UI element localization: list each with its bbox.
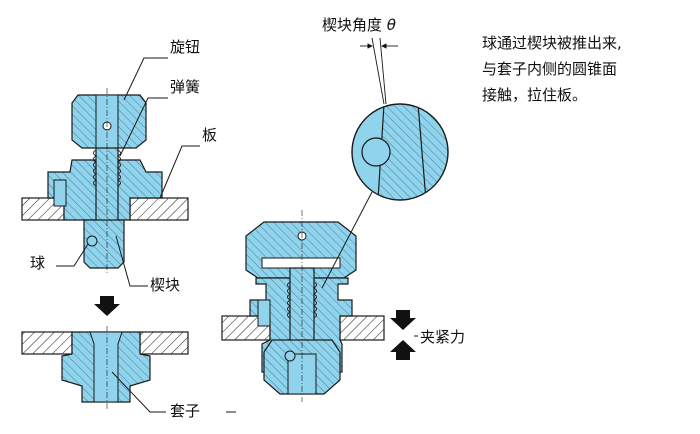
right-assembly — [221, 210, 416, 402]
label-sleeve: 套子 — [170, 402, 200, 420]
clamp-arrow-down — [390, 310, 416, 330]
set-screw — [53, 179, 67, 207]
note-line-3: 接触，拉住板。 — [482, 86, 588, 104]
note-line-1: 球通过楔块被推出来, — [482, 34, 622, 52]
left-assembly — [21, 88, 189, 275]
lower-body — [83, 219, 125, 269]
label-theta: θ — [387, 16, 396, 34]
ball-part — [86, 235, 98, 247]
detail-view — [321, 37, 449, 289]
spring-part — [93, 149, 121, 187]
down-arrow — [94, 296, 120, 316]
clamp-arrow-up — [390, 340, 416, 360]
plate-right-part — [129, 197, 189, 221]
label-spring: 弹簧 — [170, 78, 200, 96]
sleeve-assembly — [21, 326, 189, 410]
label-plate: 板 — [202, 126, 217, 144]
explanation-note: 球通过楔块被推出来, 与套子内侧的圆锥面 接触，拉住板。 — [482, 30, 692, 108]
label-wedge: 楔块 — [150, 276, 180, 294]
label-wedge-angle-text: 楔块角度 — [322, 16, 382, 34]
leader-lines — [56, 57, 418, 413]
label-clamp-force: 夹紧力 — [420, 328, 465, 346]
label-ball: 球 — [30, 254, 45, 272]
note-line-2: 与套子内侧的圆锥面 — [482, 60, 618, 78]
label-wedge-angle: 楔块角度 θ — [322, 16, 396, 34]
label-knob: 旋钮 — [170, 38, 200, 56]
